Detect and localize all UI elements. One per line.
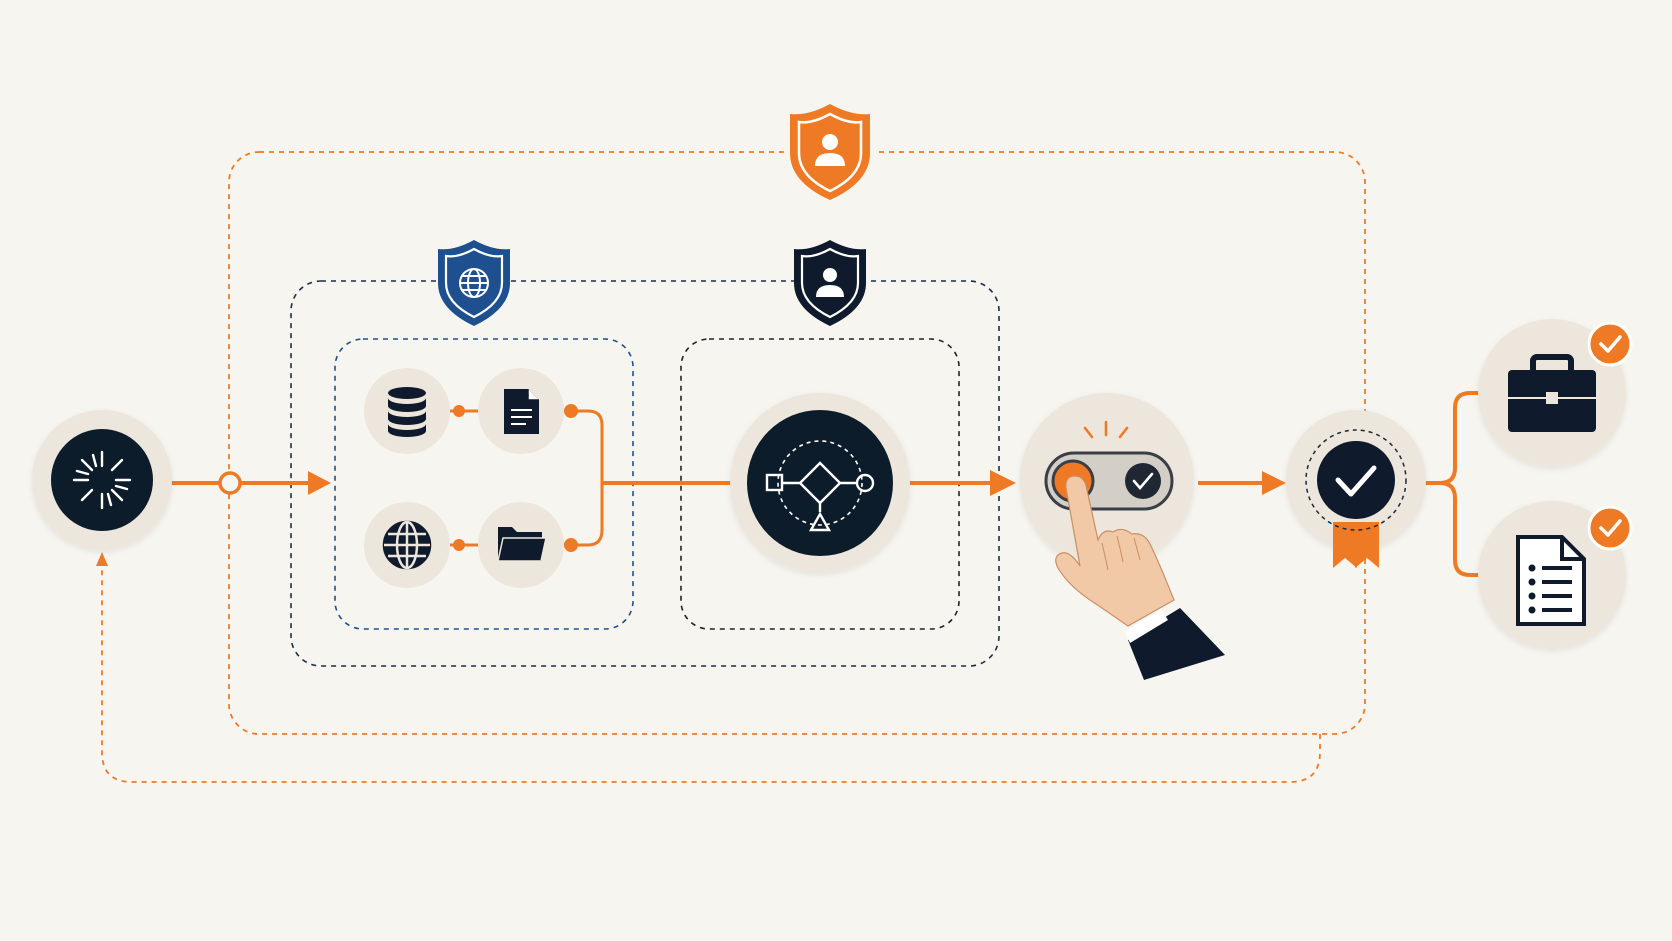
connector-globe-folder-dot: [453, 539, 465, 551]
feedback-arrowhead: [96, 552, 108, 566]
connector-junction-node: [218, 471, 242, 495]
connector-db-doc-dot: [453, 405, 465, 417]
arrowhead-into-data-group: [308, 471, 331, 495]
briefcase-icon: [1508, 354, 1596, 432]
merge-dot-top: [564, 404, 578, 418]
navy-user-shield-icon: [794, 240, 866, 326]
blue-globe-shield-icon: [438, 240, 510, 326]
pointing-hand-icon: [1055, 475, 1225, 680]
database-icon: [388, 387, 426, 437]
checkmark-seal-icon: [1305, 429, 1407, 568]
middle-navy-boundary: [290, 280, 1000, 667]
checklist-complete-badge: [1587, 505, 1633, 551]
arrowhead-into-approval: [990, 470, 1016, 496]
orange-user-shield-icon: [785, 104, 875, 200]
connector-merge-bracket: [562, 409, 604, 547]
arrowhead-into-verify: [1262, 471, 1286, 495]
trigger-node[interactable]: [32, 410, 172, 550]
sparkle-burst-icon: [72, 450, 132, 510]
feedback-loop-path: [101, 566, 1321, 783]
document-icon: [504, 389, 539, 434]
checklist-document-icon: [1516, 535, 1586, 626]
toggle-switch-icon[interactable]: [1044, 451, 1174, 511]
click-spark-icon: [1083, 420, 1129, 439]
briefcase-complete-badge: [1587, 321, 1633, 367]
folder-icon: [497, 527, 547, 562]
workflow-diagram-icon: [765, 440, 875, 532]
processor-node[interactable]: [730, 393, 910, 573]
merge-dot-bottom: [564, 538, 578, 552]
globe-icon: [382, 520, 432, 570]
connector-output-branch: [1425, 391, 1480, 577]
